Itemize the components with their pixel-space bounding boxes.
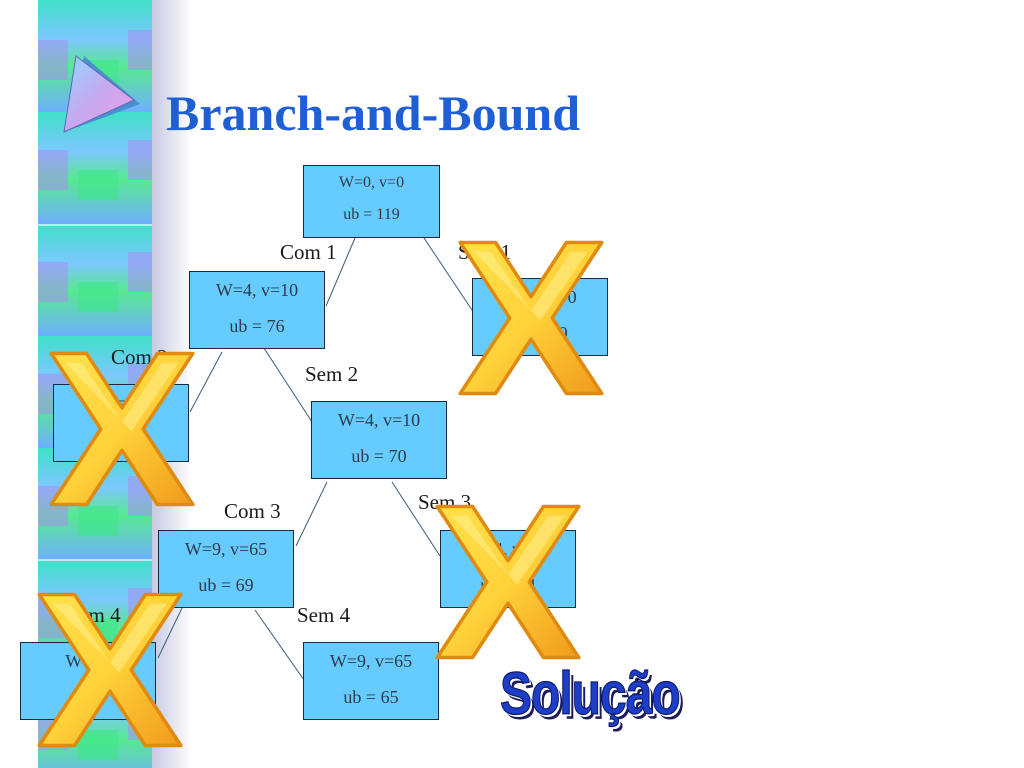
node-root-state: W=0, v=0 bbox=[338, 174, 405, 191]
node-com1: W=4, v=10 ub = 76 bbox=[189, 271, 325, 349]
node-com3-state: W=9, v=65 bbox=[184, 539, 268, 559]
node-root: W=0, v=0 ub = 119 bbox=[303, 165, 440, 238]
edge-com3 bbox=[295, 481, 328, 547]
node-root-bound: ub = 119 bbox=[343, 206, 400, 223]
node-sem4: W=9, v=65 ub = 65 bbox=[303, 642, 439, 720]
node-sem2: W=4, v=10 ub = 70 bbox=[311, 401, 447, 479]
node-com3-bound: ub = 69 bbox=[198, 575, 254, 595]
edge-label-com2: Com 2 bbox=[111, 345, 168, 369]
edge-label-sem4: Sem 4 bbox=[297, 603, 351, 627]
node-com4: W=12 bbox=[20, 642, 156, 720]
solution-label: Solução bbox=[500, 661, 682, 729]
node-com1-bound: ub = 76 bbox=[229, 316, 285, 336]
node-com2: W=11 bbox=[53, 384, 189, 462]
node-com4-state: W=12 bbox=[65, 651, 111, 671]
edge-label-sem2: Sem 2 bbox=[305, 362, 359, 386]
node-sem1: W=0, v=0 ub = 60 bbox=[472, 278, 608, 356]
edge-label-com4: Com 4 bbox=[64, 603, 121, 627]
edge-label-com3: Com 3 bbox=[224, 499, 281, 523]
node-sem4-bound: ub = 65 bbox=[343, 687, 399, 707]
edge-label-sem3: Sem 3 bbox=[418, 490, 472, 514]
edge-com4 bbox=[157, 607, 183, 659]
edge-com1 bbox=[325, 237, 356, 307]
node-sem1-state: W=0, v=0 bbox=[503, 287, 577, 307]
edge-sem4 bbox=[254, 609, 305, 681]
slide-title: Branch-and-Bound bbox=[166, 85, 581, 141]
edge-sem2 bbox=[261, 344, 313, 423]
edge-sem3 bbox=[391, 481, 441, 557]
edge-label-com1: Com 1 bbox=[280, 240, 337, 264]
node-sem1-bound: ub = 60 bbox=[512, 323, 568, 343]
node-sem3-state: W=4, v=10 bbox=[466, 539, 550, 559]
node-com2-state: W=11 bbox=[98, 393, 144, 413]
node-sem3-bound: ub = 64 bbox=[480, 575, 536, 595]
node-sem4-state: W=9, v=65 bbox=[329, 651, 413, 671]
node-com3: W=9, v=65 ub = 69 bbox=[158, 530, 294, 608]
node-com1-state: W=4, v=10 bbox=[215, 280, 299, 300]
edge-com2 bbox=[189, 351, 223, 413]
node-sem2-bound: ub = 70 bbox=[351, 446, 407, 466]
node-sem3: W=4, v=10 ub = 64 bbox=[440, 530, 576, 608]
edge-label-sem1: Sem 1 bbox=[458, 240, 512, 264]
node-sem2-state: W=4, v=10 bbox=[337, 410, 421, 430]
